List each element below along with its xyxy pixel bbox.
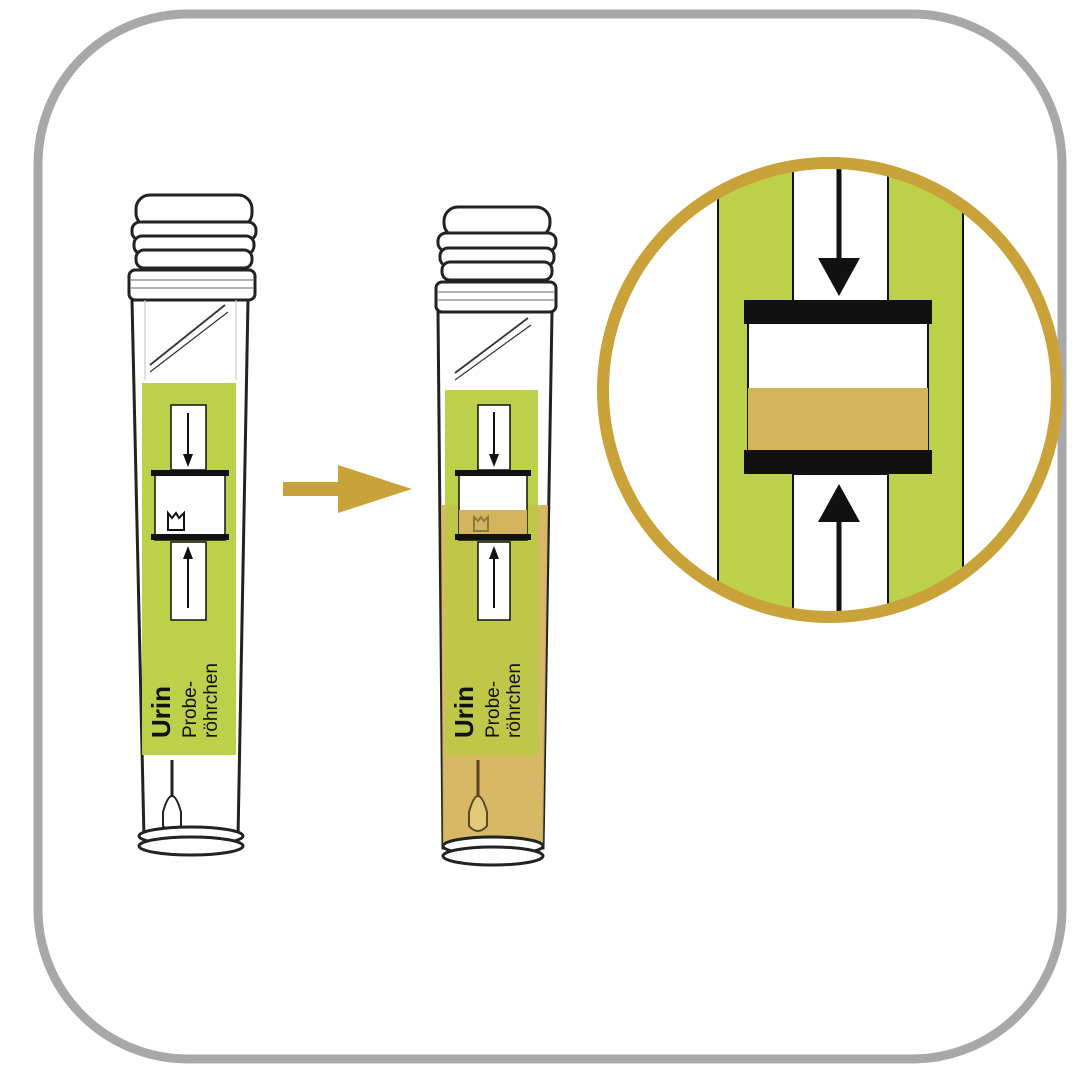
down-arrow-icon [818, 258, 860, 296]
label-line1: Probe- [483, 681, 504, 738]
sample-tube-after: Urin Probe- röhrchen [434, 205, 558, 867]
magnifier-circle-icon [597, 157, 1063, 623]
up-arrow-icon [818, 484, 860, 522]
down-arrow-icon [183, 454, 193, 467]
marker-bar-bottom [151, 534, 229, 540]
marker-bar-top [151, 470, 229, 476]
tube-cap [434, 205, 558, 314]
marker-bar-top [744, 300, 932, 324]
marker-bar-bottom [455, 534, 531, 540]
swab-icon [468, 760, 488, 832]
urine-level [748, 388, 928, 452]
marker-window [154, 471, 226, 541]
down-arrow-icon [489, 454, 499, 467]
label-title: Urin [146, 686, 176, 738]
urine-level [459, 510, 527, 538]
zoom-ring [597, 157, 1063, 623]
swab-tip-icon [167, 510, 185, 531]
tube-cap [127, 193, 258, 302]
label-line2: röhrchen [504, 663, 525, 738]
up-arrow-icon [489, 546, 499, 559]
sample-tube-before: Urin Probe- röhrchen [127, 193, 258, 857]
label-title: Urin [449, 686, 479, 738]
label-line1: Probe- [180, 681, 201, 738]
swab-tip-icon [473, 514, 489, 532]
up-arrow-icon [183, 546, 193, 559]
label-line2: röhrchen [201, 663, 222, 738]
marker-bar-bottom [744, 450, 932, 474]
right-arrow-icon [283, 465, 412, 513]
marker-bar-top [455, 470, 531, 476]
